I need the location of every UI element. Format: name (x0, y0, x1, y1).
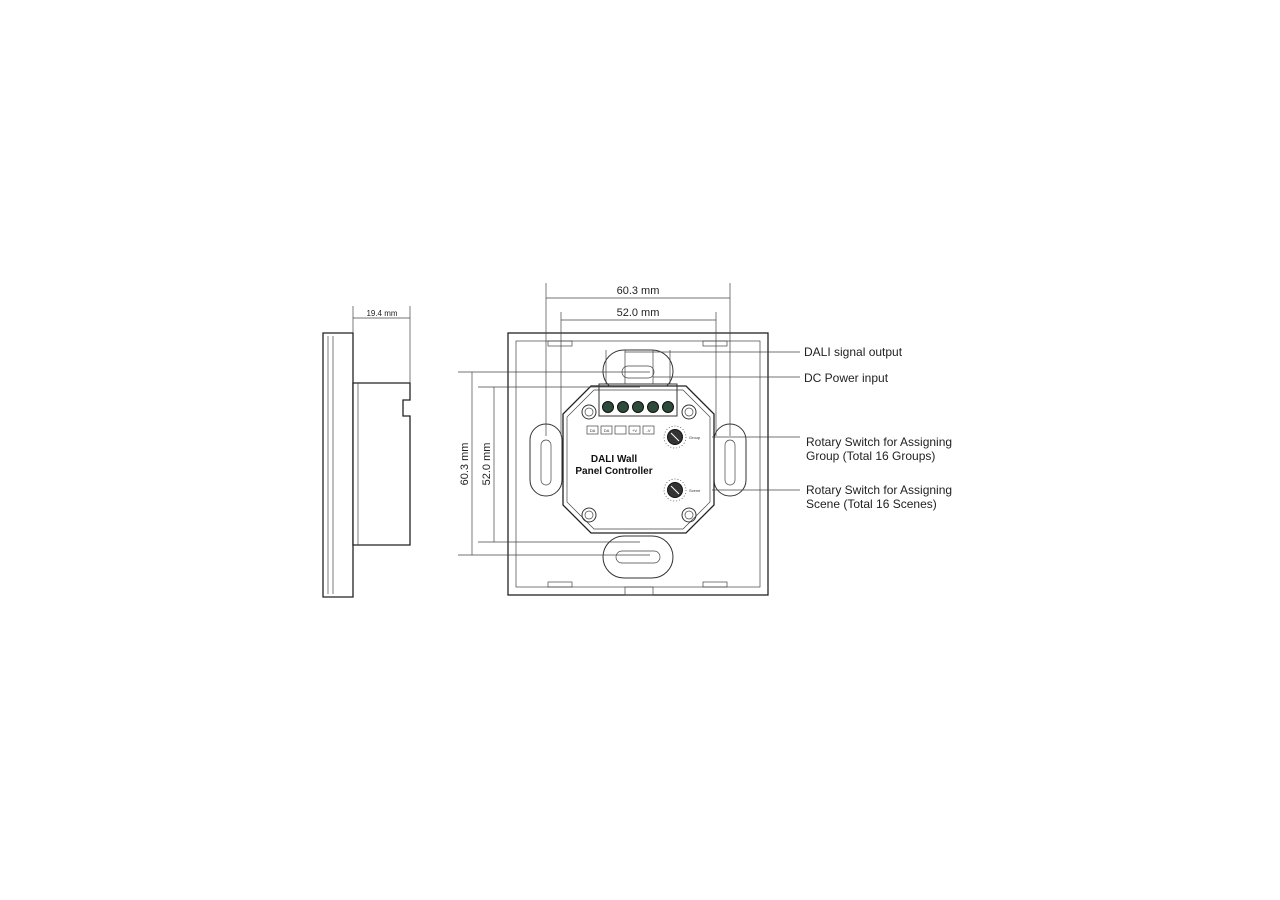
terminal-label-5: -V (647, 428, 651, 433)
inner-width-dimension: 52.0 mm (560, 307, 717, 436)
outer-width-dimension: 60.3 mm (545, 283, 731, 436)
callout-rotary-scene-line1: Rotary Switch for Assigning (806, 483, 952, 497)
side-view: 19.4 mm (322, 306, 411, 598)
callouts: DALI signal output DC Power input Rotary… (804, 345, 952, 511)
module-screw-bottom-right (681, 507, 697, 523)
callout-rotary-scene-line2: Scene (Total 16 Scenes) (806, 497, 937, 511)
module-screw-bottom-left (581, 507, 597, 523)
clip-top-right (702, 340, 728, 347)
side-depth-label: 19.4 mm (366, 309, 397, 318)
outer-height-label: 60.3 mm (459, 443, 471, 486)
back-view: DA DA +V -V DALI Wall Panel Controller G… (458, 283, 800, 596)
terminal-label-4: +V (632, 428, 637, 433)
terminal-label-2: DA (604, 428, 610, 433)
inner-width-label: 52.0 mm (617, 307, 660, 319)
callout-dc-power-input: DC Power input (804, 371, 889, 385)
module-title-line2: Panel Controller (575, 466, 652, 477)
module-screw-top-left (581, 404, 597, 420)
terminal-labels: DA DA +V -V (586, 425, 655, 435)
inner-height-dimension: 52.0 mm (478, 386, 640, 543)
side-view-backbox (352, 382, 411, 546)
mount-slot-bottom (602, 535, 674, 579)
side-view-faceplate (322, 332, 354, 598)
callout-rotary-group-line1: Rotary Switch for Assigning (806, 435, 952, 449)
module-screw-top-right (681, 404, 697, 420)
clip-bottom-right (702, 581, 728, 588)
terminal-label-1: DA (590, 428, 596, 433)
side-depth-dimension: 19.4 mm (352, 306, 411, 383)
bottom-notch (624, 586, 654, 596)
rotary-switch-scene: Scene (663, 478, 701, 502)
group-switch-label: Group (689, 435, 701, 440)
terminal-screws (602, 401, 674, 413)
scene-switch-label: Scene (689, 488, 701, 493)
module-title-line1: DALI Wall (591, 454, 638, 465)
inner-height-label: 52.0 mm (481, 443, 493, 486)
callout-dali-signal-output: DALI signal output (804, 345, 903, 359)
clip-top-left (547, 340, 573, 347)
outer-height-dimension: 60.3 mm (458, 371, 650, 556)
terminal-block (598, 383, 678, 417)
outer-width-label: 60.3 mm (617, 285, 660, 297)
rotary-switch-group: Group (663, 425, 701, 449)
clip-bottom-left (547, 581, 573, 588)
callout-rotary-group-line2: Group (Total 16 Groups) (806, 449, 935, 463)
